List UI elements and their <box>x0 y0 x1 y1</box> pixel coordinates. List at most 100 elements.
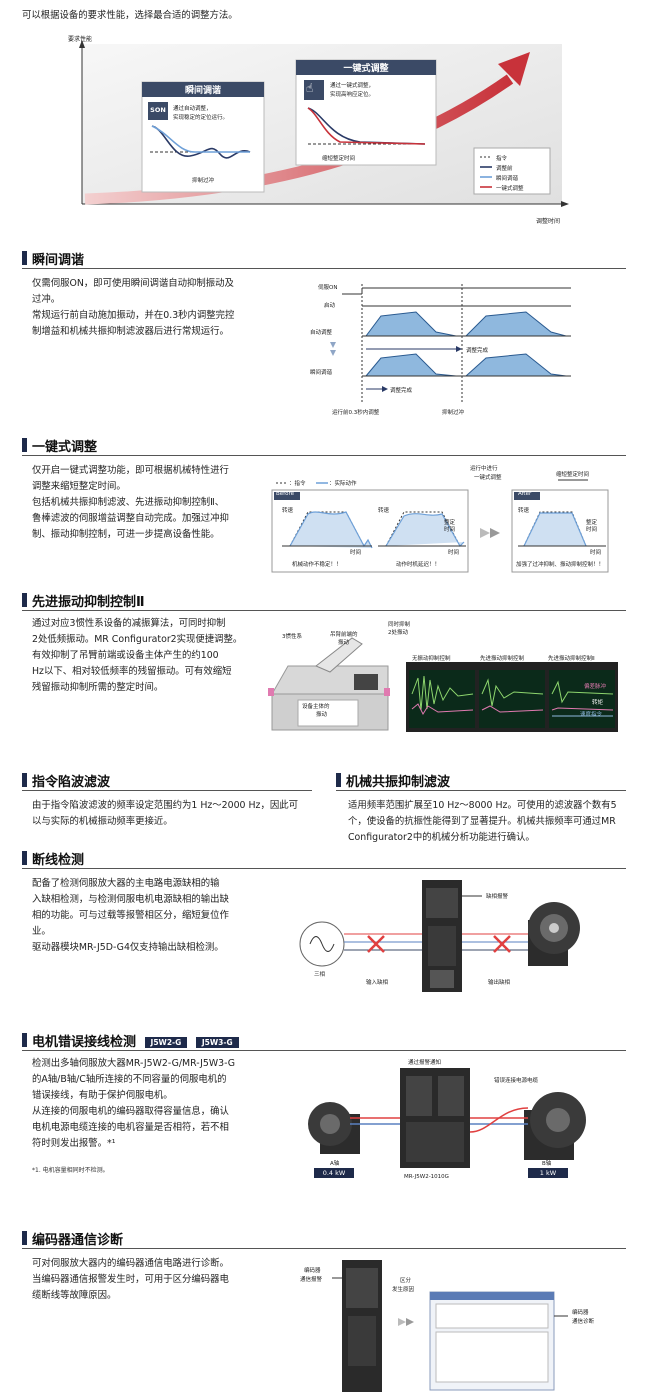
done-label-2: 调整完成 <box>390 388 413 394</box>
footnote: *1. 电机容量相同时不检测。 <box>32 1167 109 1174</box>
card1-title: 瞬间调谐 <box>184 86 221 96</box>
cause-label-2: 发生原因 <box>392 1287 415 1293</box>
section-title: 先进振动抑制控制Ⅱ <box>32 595 145 610</box>
card2-title: 一键式调整 <box>343 64 389 74</box>
s8-line: 可对伺服放大器内的编码器通信电路进行诊断。 <box>32 1258 229 1269</box>
s1-body: 仅需伺服ON，即可使用瞬间调谐自动抑制振动及 过冲。 常规运行前自动施加振动，并… <box>32 276 282 340</box>
s7-line: 符时则发出报警。*¹ <box>32 1138 116 1149</box>
section-title: 瞬间调谐 <box>32 253 85 268</box>
caption-2: 动作时机延迟！！ <box>396 562 441 568</box>
card1-desc-1: 通过自动调整， <box>173 106 212 112</box>
s6-line: 入缺相检测，与检测伺服电机电源缺相的输出缺 <box>32 894 229 905</box>
section-bar <box>22 593 27 607</box>
axis-b-label: B轴 <box>542 1161 552 1167</box>
legend-item-4: 一键式调整 <box>496 186 524 192</box>
output-loss-label: 输出缺相 <box>488 980 511 986</box>
encoder-svg <box>332 1260 568 1392</box>
caption-1: 机械动作不稳定！！ <box>292 562 342 568</box>
encoder-alarm-label-1: 编码器 <box>304 1268 321 1274</box>
legend-command: ：指令 <box>289 481 306 487</box>
s3-body: 通过对应3惯性系设备的减振算法，可同时抑制 2处低频振动。MR Configur… <box>32 616 272 696</box>
speed-label-2: 转速 <box>378 508 390 514</box>
section-disconnection-header: 断线检测 <box>22 848 626 869</box>
wiring-title-text: 电机错误接线检测 <box>32 1035 137 1050</box>
s1-line: 过冲。 <box>32 294 61 305</box>
legend-item-3: 瞬间调谐 <box>496 176 519 182</box>
s2-line: 仅开启一键式调整功能，即可根据机械特性进行 <box>32 465 229 476</box>
tag-j5w2: J5W2-G <box>144 1037 188 1048</box>
s7-body: 检测出多轴伺服放大器MR-J5W2-G/MR-J5W3-G 的A轴/B轴/C轴所… <box>32 1056 277 1152</box>
section-bar <box>22 438 27 452</box>
card1-desc-2: 实现稳定的定位运行。 <box>173 115 229 121</box>
one-touch-svg <box>271 479 609 573</box>
card2-desc-1: 通过一键式调整， <box>330 83 375 89</box>
note-03s: 运行前0.3秒内调整 <box>332 410 380 416</box>
s7-line: 的A轴/B轴/C轴所连接的不同容量的伺服电机的 <box>32 1074 227 1085</box>
section-bar <box>22 851 27 865</box>
alarm-notify-label: 通过报警通知 <box>408 1060 442 1066</box>
section-bar <box>22 1231 27 1245</box>
section-title: 电机错误接线检测 J5W2-G J5W3-G <box>32 1031 239 1050</box>
wiring-svg <box>308 1068 586 1178</box>
s6-line: 相的功能。可与过载等报警相区分，缩短复位作 <box>32 910 229 921</box>
s2-line: 制、振动抑制控制，可进一步提高设备性能。 <box>32 529 220 540</box>
s5-line: 个，使设备的抗振性能得到了显著提升。机械共振频率可通过MR <box>348 816 616 827</box>
three-phase-label: 三相 <box>314 972 326 978</box>
section-resonance-header: 机械共振抑制滤波 <box>336 770 626 791</box>
overview-svg <box>79 40 569 207</box>
s5-body: 适用频率范围扩展至10 Hz～8000 Hz。可使用的滤波器个数有5 个，使设备… <box>348 798 644 846</box>
phase-alarm-label: 缺相报警 <box>486 894 509 900</box>
s2-body: 仅开启一键式调整功能，即可根据机械特性进行 调整来缩短整定时间。 包括机械共振抑… <box>32 463 272 543</box>
s5-line: Configurator2中的机械分析功能进行确认。 <box>348 832 535 843</box>
s3-line: 有效抑制了吊臂前端或设备主体产生的约100 <box>32 650 219 661</box>
section-encoder-header: 编码器通信诊断 <box>22 1228 626 1249</box>
s2-line: 包括机械共振抑制滤波、先进振动抑制控制Ⅱ、 <box>32 497 225 508</box>
s7-line: 从连接的伺服电机的编码器取得容量信息，确认 <box>32 1106 229 1117</box>
tuning-overview-diagram: 要求性能 调整时间 瞬间调谐 SON 通过自动调整， 实现稳定的定位运行。 抑制… <box>60 34 580 234</box>
section-bar <box>22 773 27 787</box>
section-bar <box>22 1033 27 1047</box>
vibration-svg <box>268 637 618 732</box>
axis-a-label: A轴 <box>330 1161 340 1167</box>
speed-label-3: 转速 <box>518 508 530 514</box>
settle-label-1a: 整定 <box>444 520 456 526</box>
wave-label-1: 偏差脉冲 <box>584 684 607 690</box>
s2-line: 调整来缩短整定时间。 <box>32 481 126 492</box>
mid-label-2: 一键式调整 <box>474 475 502 481</box>
label-simul-1: 同时抑制 <box>388 622 411 628</box>
cause-label-1: 区分 <box>400 1278 412 1284</box>
scope-title-3: 先进振动抑制控制Ⅱ <box>548 656 595 662</box>
instant-tuning-svg <box>330 284 571 404</box>
wave-label-3: 速度指令 <box>580 712 603 718</box>
s3-line: 残留振动抑制所需的整定时间。 <box>32 682 164 693</box>
settle-shorten-label: 缩短整定时间 <box>556 472 590 478</box>
disconnection-figure: 缺相报警 三相 输入缺相 输出缺相 <box>292 878 612 998</box>
s6-line: 业。 <box>32 926 51 937</box>
section-one-touch-header: 一键式调整 <box>22 435 626 456</box>
s7-line: 电机电源电缆连接的电机容量是否相符，若不相 <box>32 1122 229 1133</box>
s7-line: 错误接线，有助于保护伺服电机。 <box>32 1090 173 1101</box>
s1-line: 仅需伺服ON，即可使用瞬间调谐自动抑制振动及 <box>32 278 234 289</box>
s8-line: 当编码器通信报警发生时，可用于区分编码器电 <box>32 1274 229 1285</box>
done-label-1: 调整完成 <box>466 348 489 354</box>
section-title: 一键式调整 <box>32 440 98 455</box>
wrong-cable-label: 错误连接电源电缆 <box>494 1078 539 1084</box>
legend-actual: ：实际动作 <box>329 481 357 487</box>
label-3-inertia: 3惯性系 <box>282 634 302 640</box>
vibration-figure: 3惯性系 吊臂前端的 振动 同时抑制 2处振动 设备主体的 振动 无振动抑制控制… <box>268 614 618 734</box>
s6-body: 配备了检测伺服放大器的主电路电源缺相的输 入缺相检测，与检测伺服电机电源缺相的输… <box>32 876 272 956</box>
one-touch-chart: ：指令 ：实际动作 Before After 运行中进行 一键式调整 缩短整定时… <box>268 462 612 574</box>
label-auto-tuning: 自动调整 <box>310 330 333 336</box>
settle-label-2b: 时间 <box>586 527 598 533</box>
section-vibration-header: 先进振动抑制控制Ⅱ <box>22 590 626 611</box>
card2-desc-2: 实现高响应定位。 <box>330 92 375 98</box>
after-tag: After <box>518 491 532 497</box>
input-loss-label: 输入缺相 <box>366 980 389 986</box>
s8-body: 可对伺服放大器内的编码器通信电路进行诊断。 当编码器通信报警发生时，可用于区分编… <box>32 1256 272 1304</box>
mid-label-1: 运行中进行 <box>470 466 498 472</box>
legend-item-1: 指令 <box>496 156 508 162</box>
wave-label-2: 转矩 <box>592 700 604 706</box>
label-start: 启动 <box>324 303 336 309</box>
son-badge: SON <box>150 106 166 114</box>
instant-tuning-chart: 伺服ON 启动 自动调整 瞬间调谐 调整完成 调整完成 运行前0.3秒内调整 抑… <box>296 276 586 422</box>
